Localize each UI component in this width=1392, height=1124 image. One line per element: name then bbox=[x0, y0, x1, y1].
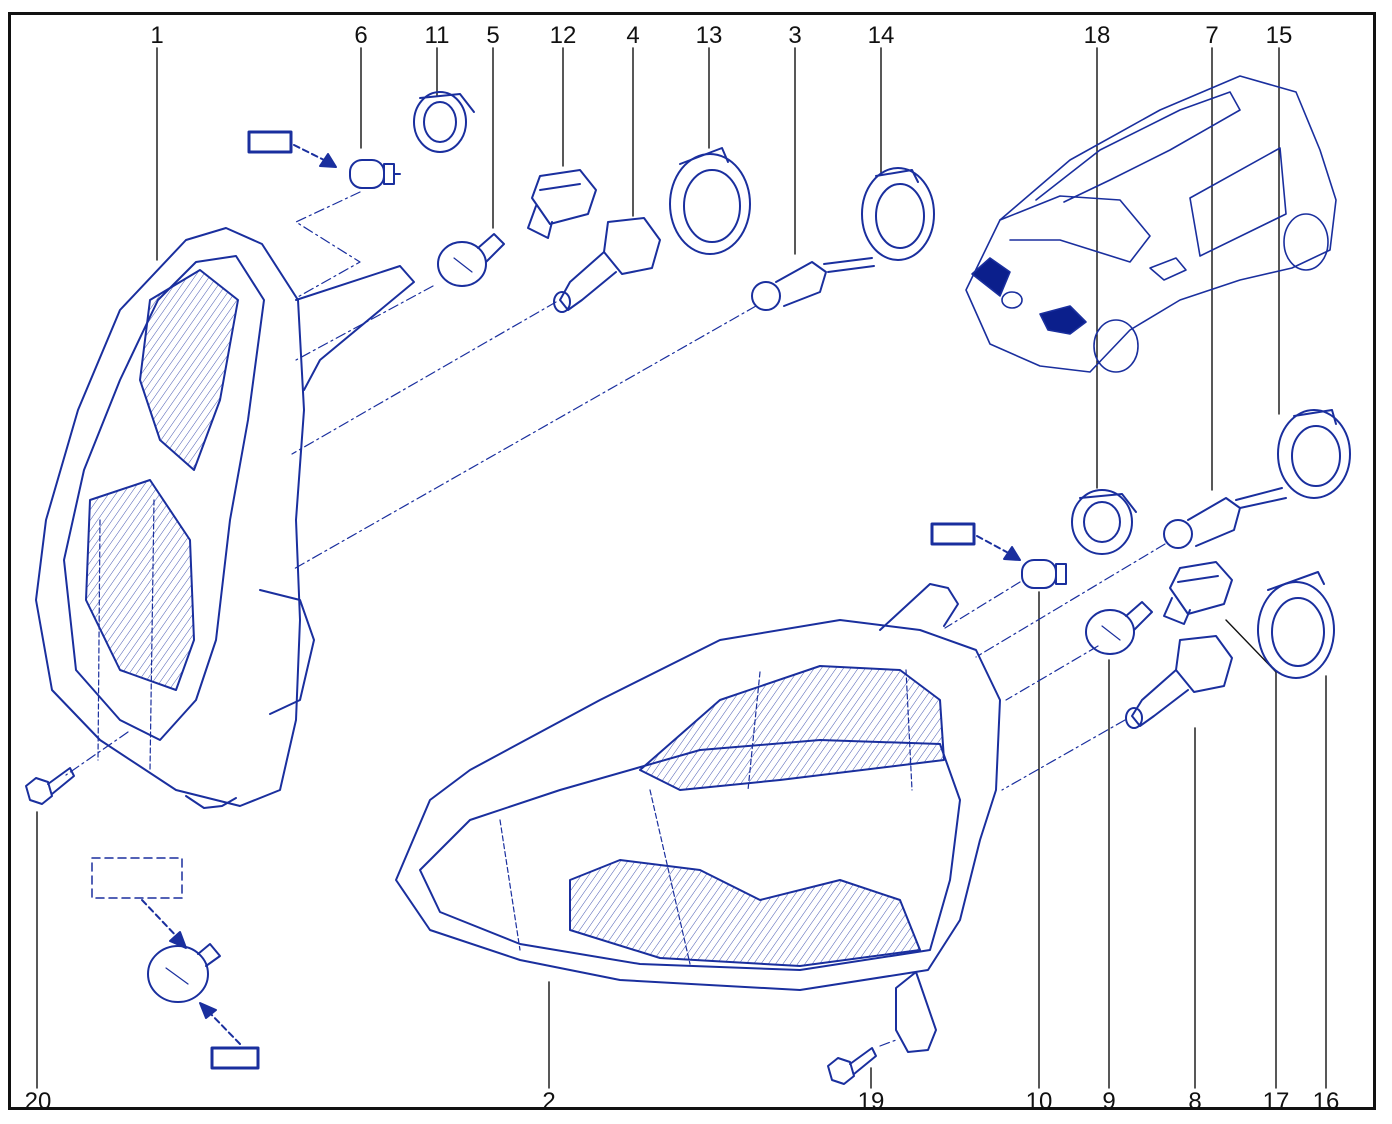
callout-3: 3 bbox=[788, 22, 802, 49]
callout-2: 2 bbox=[542, 1088, 556, 1115]
callout-17: 17 bbox=[1262, 1088, 1290, 1115]
bulb-8 bbox=[1125, 635, 1233, 729]
reference-box-icon-3 bbox=[91, 857, 187, 949]
headlamp-unit-2 bbox=[395, 583, 1001, 1053]
bulb-holder-17 bbox=[1163, 561, 1233, 625]
dust-cap-14 bbox=[861, 167, 935, 261]
callout-8: 8 bbox=[1188, 1088, 1202, 1115]
callout-11: 11 bbox=[424, 22, 450, 49]
callout-13: 13 bbox=[695, 22, 723, 49]
bulb-7 bbox=[1163, 487, 1287, 549]
callout-leaders bbox=[36, 47, 1327, 1089]
callout-9: 9 bbox=[1102, 1088, 1116, 1115]
bulb-10 bbox=[1021, 559, 1067, 589]
dust-cap-18 bbox=[1071, 489, 1137, 555]
callout-16: 16 bbox=[1312, 1088, 1340, 1115]
dust-cap-15 bbox=[1277, 409, 1351, 499]
assembly-lines bbox=[65, 191, 1166, 1047]
callout-12: 12 bbox=[549, 22, 577, 49]
diagram-frame bbox=[8, 12, 1376, 1110]
callout-18: 18 bbox=[1083, 22, 1111, 49]
dust-cap-13 bbox=[669, 147, 751, 255]
headlamp-unit-1 bbox=[35, 227, 415, 809]
reference-box-icon-1 bbox=[247, 130, 337, 168]
callout-20: 20 bbox=[24, 1088, 52, 1115]
callout-1: 1 bbox=[150, 22, 164, 49]
callout-6: 6 bbox=[354, 22, 368, 49]
bulb-loose bbox=[147, 943, 221, 1003]
bulb-3 bbox=[751, 257, 875, 311]
screw-20 bbox=[25, 767, 75, 805]
callout-5: 5 bbox=[486, 22, 500, 49]
callout-19: 19 bbox=[857, 1088, 885, 1115]
callout-14: 14 bbox=[867, 22, 895, 49]
callout-7: 7 bbox=[1205, 22, 1219, 49]
callout-10: 10 bbox=[1025, 1088, 1053, 1115]
screw-19 bbox=[827, 1047, 877, 1085]
car-icon bbox=[965, 75, 1337, 373]
bulb-6 bbox=[349, 159, 401, 189]
reference-box-icon-4 bbox=[199, 1002, 260, 1070]
dust-cap-16 bbox=[1257, 571, 1335, 679]
bulb-4 bbox=[553, 217, 661, 313]
callout-15: 15 bbox=[1265, 22, 1293, 49]
bulb-9 bbox=[1085, 601, 1153, 655]
dust-cap-11 bbox=[413, 91, 475, 153]
bulb-holder-12 bbox=[527, 169, 597, 239]
callout-4: 4 bbox=[626, 22, 640, 49]
reference-box-icon-2 bbox=[930, 522, 1021, 561]
bulb-5 bbox=[437, 233, 505, 287]
